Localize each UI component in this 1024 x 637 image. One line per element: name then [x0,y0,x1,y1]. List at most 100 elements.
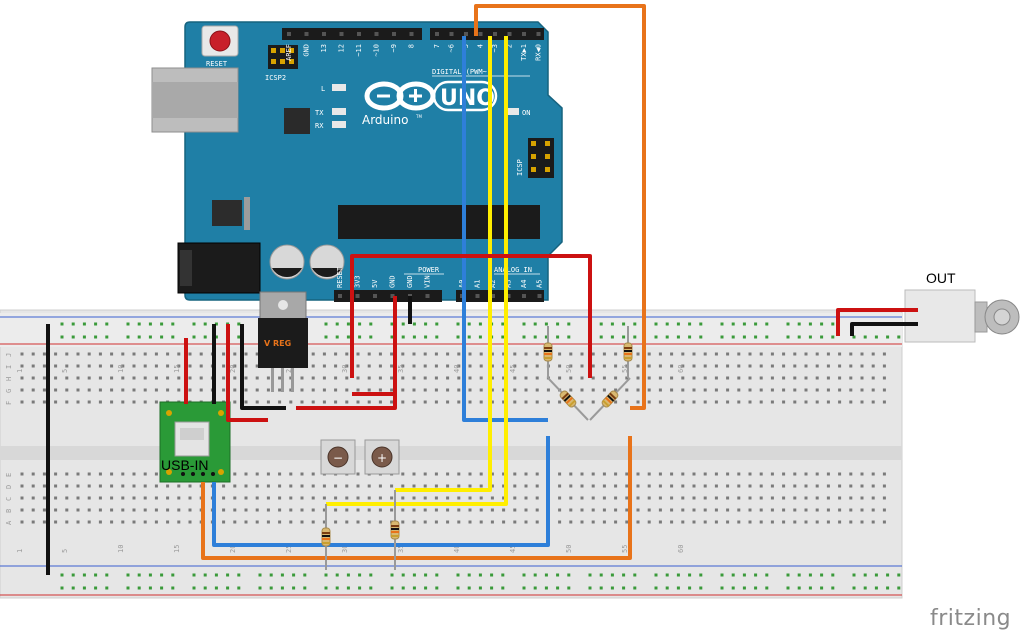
breadboard-hole [490,484,494,488]
row-letter: D [5,485,13,489]
breadboard-hole [322,400,326,404]
breadboard-hole [446,520,450,524]
rail-hole [742,322,746,326]
plus-button[interactable]: + [364,439,400,475]
row-letter: A [5,520,13,525]
breadboard-hole [121,388,125,392]
row-letter: J [5,353,13,357]
breadboard-hole [524,388,528,392]
rail-hole [137,322,141,326]
breadboard-hole [647,508,651,512]
breadboard-hole [367,400,371,404]
breadboard-hole [356,388,360,392]
breadboard-hole [513,376,517,380]
breadboard-hole [714,364,718,368]
row-letter: C [5,497,13,501]
column-number-bottom: 20 [229,545,237,553]
breadboard-hole [490,388,494,392]
breadboard-hole [502,520,506,524]
pin-label: 4 [477,44,485,48]
breadboard-hole [76,496,80,500]
rail-hole [665,322,669,326]
breadboard-hole [625,364,629,368]
breadboard-hole [266,472,270,476]
rail-hole [335,322,339,326]
rail-hole [622,322,626,326]
breadboard-hole [132,496,136,500]
breadboard-hole [322,352,326,356]
breadboard-hole [468,520,472,524]
breadboard-hole [401,352,405,356]
rail-hole [478,586,482,590]
header-pin [373,294,377,298]
breadboard-hole [826,508,830,512]
rail-hole [424,322,428,326]
rail-hole [897,586,901,590]
breadboard-hole [815,388,819,392]
breadboard-hole [334,376,338,380]
regulator-label: V REG [264,339,291,348]
reset-button-cap[interactable] [209,30,231,52]
rail-hole [303,573,307,577]
wire-blue-top [462,36,548,422]
rail-hole [676,586,680,590]
breadboard-hole [692,472,696,476]
breadboard-hole [770,400,774,404]
breadboard-hole [345,352,349,356]
rail-hole [478,573,482,577]
pin-label: RESET [336,266,344,288]
breadboard-hole [188,352,192,356]
breadboard-hole [692,364,696,368]
breadboard-hole [782,388,786,392]
breadboard-hole [703,520,707,524]
breadboard-hole [87,472,91,476]
breadboard-hole [502,388,506,392]
breadboard-hole [759,376,763,380]
breadboard-hole [457,352,461,356]
breadboard-hole [770,388,774,392]
breadboard-hole [524,352,528,356]
breadboard-hole [188,376,192,380]
breadboard-hole [882,484,886,488]
breadboard-hole [558,400,562,404]
pin-label: ~3 [491,44,499,52]
breadboard-hole [356,364,360,368]
breadboard-hole [490,352,494,356]
breadboard-hole [793,484,797,488]
breadboard-hole [222,484,226,488]
rail-hole [501,335,505,339]
breadboard-hole [658,484,662,488]
breadboard-hole [121,508,125,512]
reset-label: RESET [206,60,228,68]
breadboard-hole [143,484,147,488]
breadboard-hole [647,388,651,392]
breadboard-hole [434,352,438,356]
breadboard-hole [457,484,461,488]
breadboard-hole [647,352,651,356]
breadboard-hole [54,472,58,476]
breadboard-hole [838,352,842,356]
rail-hole [731,322,735,326]
breadboard-hole [345,400,349,404]
breadboard-hole [143,496,147,500]
breadboard-hole [457,376,461,380]
digital-label: DIGITAL (PWM~) [432,68,491,76]
breadboard-hole [255,388,259,392]
minus-button[interactable]: − [320,439,356,475]
header-pin [390,294,395,298]
led-l [332,84,346,91]
rail-hole [203,573,207,577]
breadboard-hole [334,508,338,512]
breadboard-hole [244,520,248,524]
rail-hole [126,586,130,590]
breadboard-hole [42,520,46,524]
breadboard-hole [681,400,685,404]
breadboard-hole [300,400,304,404]
breadboard-hole [334,496,338,500]
breadboard-hole [569,352,573,356]
rail-hole [501,322,505,326]
breadboard-hole [838,508,842,512]
rail-hole [94,573,98,577]
breadboard-hole [815,352,819,356]
breadboard-hole [580,472,584,476]
